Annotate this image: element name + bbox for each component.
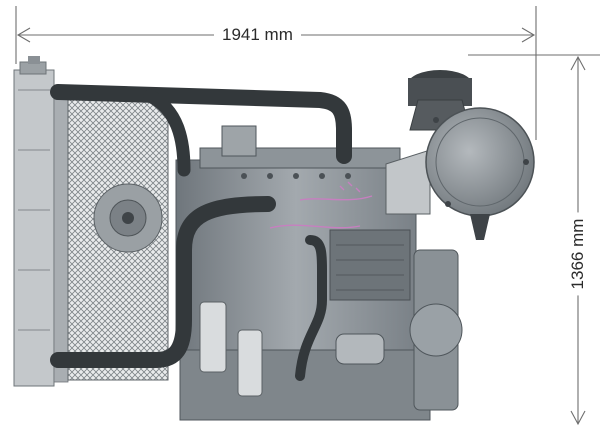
air-filter [408, 70, 535, 240]
coolant-pipes [50, 84, 352, 381]
width-dimension-label: 1941 mm [214, 25, 301, 45]
height-dimension-label: 1366 mm [568, 212, 588, 296]
engine-block [175, 125, 463, 421]
air-intake-duct [385, 149, 431, 215]
fan-pulley [93, 183, 163, 253]
